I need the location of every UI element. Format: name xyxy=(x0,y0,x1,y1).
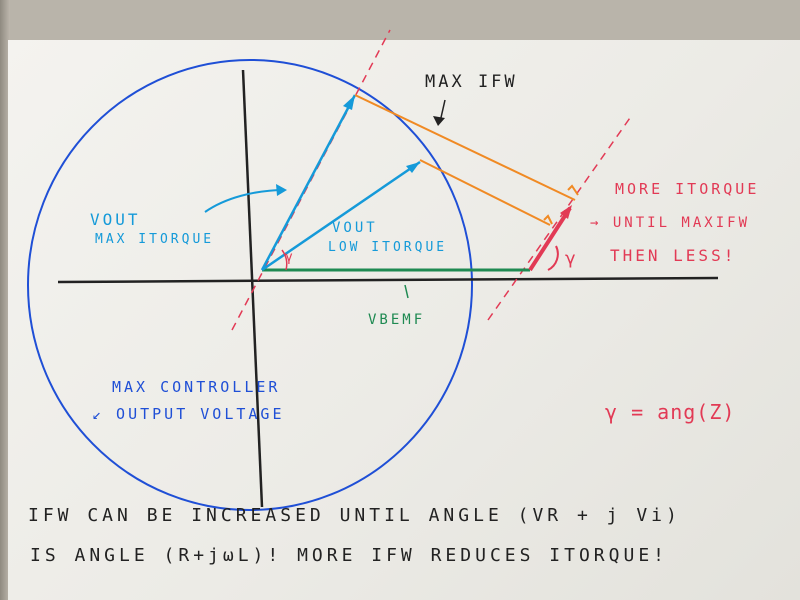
until-max-label: → UNTIL MAXIFW xyxy=(590,215,751,231)
gamma-arc-red xyxy=(547,245,559,271)
ifw-max-tick xyxy=(567,184,579,196)
vout-low-label-1: VOUT xyxy=(332,220,378,236)
gamma-red-label: γ xyxy=(565,248,579,269)
vout-low-vector xyxy=(261,160,421,272)
more-itorque-label: MORE ITORQUE xyxy=(615,180,760,198)
vout-max-label-1: VOUT xyxy=(90,210,141,229)
circle-label-2: ↙ OUTPUT VOLTAGE xyxy=(92,405,285,423)
horizontal-axis xyxy=(57,276,719,284)
paper-edge xyxy=(0,0,10,600)
vout-max-arrowhead xyxy=(343,95,355,110)
gamma-equation: γ = ang(Z) xyxy=(605,400,736,424)
gamma-small-label: γ xyxy=(285,250,296,265)
max-voltage-circle xyxy=(27,59,473,511)
paper-sheet xyxy=(8,40,800,600)
max-ifw-pointer-head xyxy=(433,116,445,126)
footer-line-1: IFW CAN BE INCREASED UNTIL ANGLE (VR + j… xyxy=(28,505,681,526)
itorque-vector xyxy=(528,206,572,272)
itorque-arrowhead xyxy=(560,205,572,219)
then-less-label: THEN LESS! xyxy=(610,246,737,265)
gamma-arc-small xyxy=(281,249,288,271)
vout-max-pointer-head xyxy=(276,184,287,196)
ifw-low-line xyxy=(419,159,551,226)
vbemf-pointer xyxy=(404,284,409,299)
vout-low-arrowhead xyxy=(406,162,420,173)
vout-max-pointer xyxy=(204,189,286,213)
max-ifw-label: MAX IFW xyxy=(425,72,518,92)
ifw-max-line xyxy=(354,94,576,201)
vout-max-label-2: MAX ITORQUE xyxy=(95,232,215,247)
vout-max-vector xyxy=(260,94,357,271)
vbemf-label: VBEMF xyxy=(368,312,426,328)
circle-label-1: MAX CONTROLLER xyxy=(112,378,281,396)
ifw-low-tick xyxy=(543,214,553,225)
vout-low-label-2: LOW ITORQUE xyxy=(328,240,448,255)
vertical-axis xyxy=(241,69,264,508)
footer-line-2: IS ANGLE (R+jωL)! MORE IFW REDUCES ITORQ… xyxy=(30,545,668,566)
